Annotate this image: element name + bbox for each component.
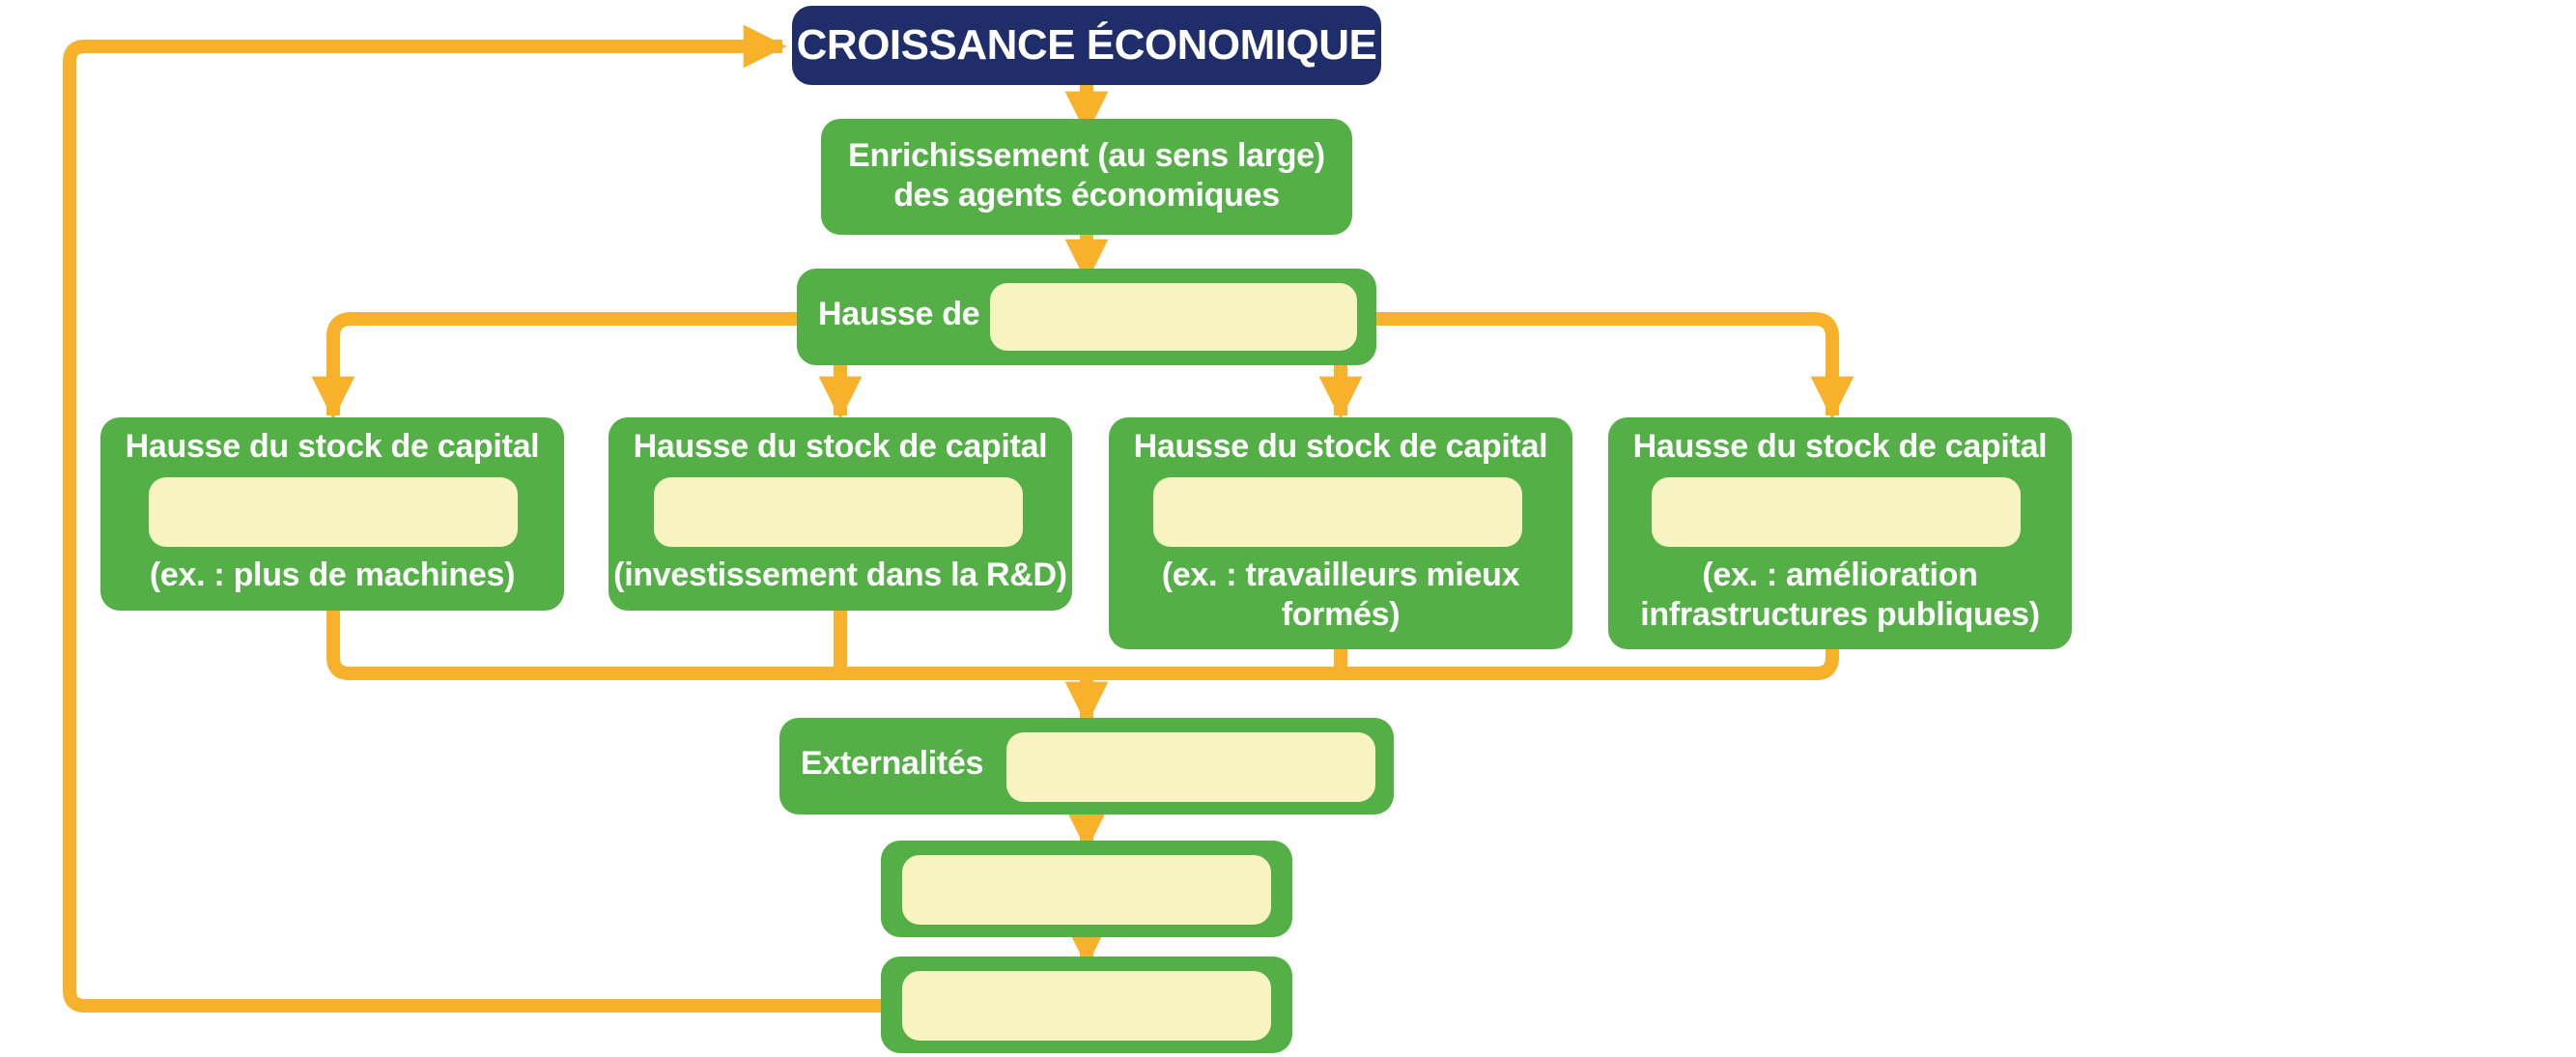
title-text: CROISSANCE ÉCONOMIQUE <box>796 21 1377 69</box>
hausse-de-label: Hausse de <box>818 296 980 332</box>
capital-box-1-heading: Hausse du stock de capital <box>125 428 540 465</box>
hausse-de-box: Hausse de <box>797 269 1376 365</box>
capital-box-4-blank-field[interactable] <box>1652 477 2021 547</box>
capital-box-2: Hausse du stock de capital (investisseme… <box>609 417 1072 611</box>
capital-box-2-heading: Hausse du stock de capital <box>633 428 1048 465</box>
capital-box-3-heading: Hausse du stock de capital <box>1133 428 1548 465</box>
step-8-blank-field[interactable] <box>902 971 1271 1041</box>
capital-box-1-blank-field[interactable] <box>149 477 518 547</box>
arrow-feedback-loop <box>63 24 881 1013</box>
capital-box-2-example: (investissement dans la R&D) <box>613 557 1067 593</box>
arrow-hausse-to-capital-1 <box>311 312 797 420</box>
hausse-de-blank-field[interactable] <box>990 283 1357 351</box>
enrichment-line1: Enrichissement (au sens large) <box>848 137 1325 174</box>
capital-box-3: Hausse du stock de capital (ex. : travai… <box>1109 417 1572 649</box>
capital-box-4: Hausse du stock de capital (ex. : amélio… <box>1608 417 2072 649</box>
step-7-box <box>881 841 1292 937</box>
title-croissance-economique: CROISSANCE ÉCONOMIQUE <box>792 6 1381 85</box>
capital-box-4-example-line1: (ex. : amélioration <box>1702 557 1978 593</box>
capital-box-4-example-line2: infrastructures publiques) <box>1640 596 2040 633</box>
arrow-hausse-to-capital-4 <box>1376 312 1854 420</box>
externalites-box: Externalités <box>779 718 1394 814</box>
capital-box-3-example-line1: (ex. : travailleurs mieux <box>1161 557 1520 593</box>
capital-box-3-blank-field[interactable] <box>1153 477 1522 547</box>
externalites-label: Externalités <box>801 745 984 782</box>
capital-box-3-example-line2: formés) <box>1281 596 1401 633</box>
step-8-box <box>881 957 1292 1053</box>
externalites-blank-field[interactable] <box>1006 732 1375 802</box>
capital-box-1: Hausse du stock de capital (ex. : plus d… <box>100 417 564 611</box>
capital-box-2-blank-field[interactable] <box>654 477 1023 547</box>
capital-box-1-example: (ex. : plus de machines) <box>149 557 516 593</box>
step-7-blank-field[interactable] <box>902 855 1271 925</box>
enrichment-line2: des agents économiques <box>893 177 1280 214</box>
capital-box-4-heading: Hausse du stock de capital <box>1632 428 2048 465</box>
enrichment-box: Enrichissement (au sens large) des agent… <box>821 119 1352 235</box>
